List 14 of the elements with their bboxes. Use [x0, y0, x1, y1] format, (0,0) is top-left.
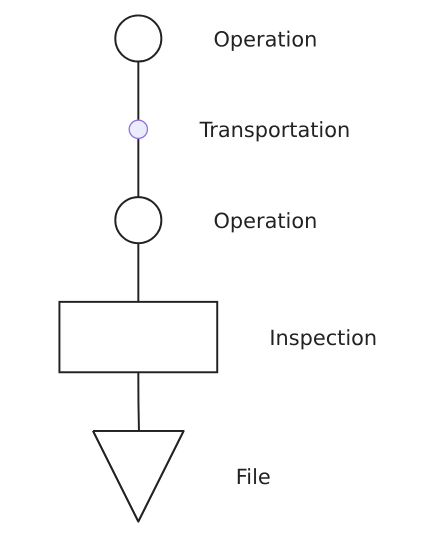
node-caption: Transportation: [200, 118, 351, 142]
connector-line: [138, 138, 140, 198]
triangle-symbol: [92, 430, 186, 523]
circle-symbol: [128, 120, 149, 140]
node-caption: Inspection: [270, 326, 378, 350]
circle-symbol: [114, 14, 163, 62]
node-caption: File: [236, 465, 272, 490]
connector-line: [138, 372, 140, 432]
rectangle-symbol: [58, 300, 219, 374]
node-caption: Operation: [214, 27, 318, 52]
connector-line: [138, 243, 140, 302]
connector-line: [138, 62, 140, 120]
node-caption: Operation: [214, 208, 318, 233]
circle-symbol: [114, 196, 163, 244]
